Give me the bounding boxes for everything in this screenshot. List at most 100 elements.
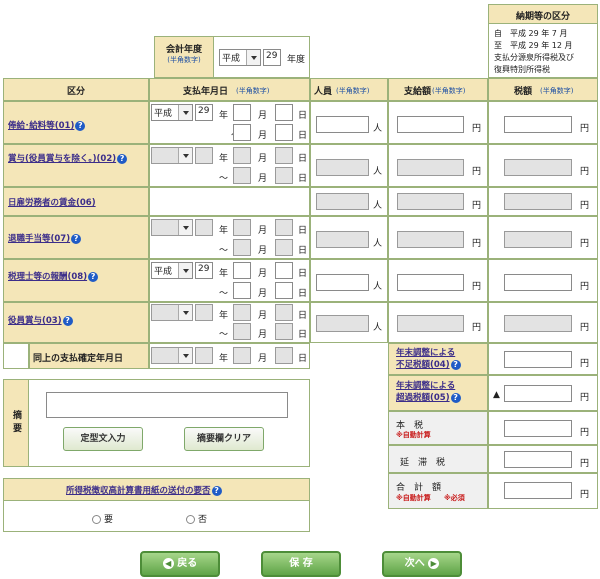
yen-unit: 円	[472, 201, 482, 211]
help-icon[interactable]: ?	[62, 315, 73, 326]
day-input[interactable]	[275, 219, 293, 236]
help-icon[interactable]: ?	[71, 233, 82, 244]
fiscal-year-input[interactable]: 29	[263, 49, 281, 66]
period-to: 至 平成 29 年 12 月	[494, 41, 573, 50]
pay-input[interactable]	[397, 274, 464, 291]
row-label-tax-accountant[interactable]: 税理士等の報酬(08)?	[8, 270, 99, 282]
help-icon[interactable]: ?	[450, 359, 461, 370]
col-people-hint: (半角数字)	[336, 87, 370, 95]
year-input[interactable]	[195, 304, 213, 321]
pay-input[interactable]	[397, 231, 464, 248]
day-input-to[interactable]	[275, 323, 293, 340]
adjust-over-label-2[interactable]: 超過税額(05)?	[396, 391, 461, 403]
total-input[interactable]	[504, 482, 572, 499]
back-button[interactable]: ◀ 戻る	[140, 551, 220, 577]
people-input[interactable]	[316, 231, 369, 248]
pay-input[interactable]	[397, 116, 464, 133]
row-label-salary[interactable]: 俸給･給料等(01)?	[8, 119, 86, 131]
era-select[interactable]: 平成	[151, 262, 193, 279]
row-label-retirement[interactable]: 退職手当等(07)?	[8, 232, 82, 244]
month-input[interactable]	[233, 147, 251, 164]
day-input-to[interactable]	[275, 124, 293, 141]
help-icon[interactable]: ?	[117, 153, 128, 164]
month-input[interactable]	[233, 262, 251, 279]
tax-input[interactable]	[504, 159, 572, 176]
summary-input[interactable]	[46, 392, 288, 418]
month-input[interactable]	[233, 219, 251, 236]
era-select[interactable]	[151, 304, 193, 321]
day-input[interactable]	[275, 104, 293, 121]
day-input[interactable]	[275, 147, 293, 164]
month-input-to[interactable]	[233, 323, 251, 340]
col-people: 人員	[314, 87, 333, 97]
month-input-to[interactable]	[233, 124, 251, 141]
help-icon[interactable]: ?	[211, 485, 222, 496]
lack-tax-input[interactable]	[504, 351, 572, 368]
era-select[interactable]	[151, 147, 193, 164]
adjust-over-label[interactable]: 年末調整による	[396, 381, 456, 391]
year-unit: 年	[219, 111, 229, 121]
era-select[interactable]: 平成	[151, 104, 193, 121]
year-input[interactable]: 29	[195, 262, 213, 279]
people-input[interactable]	[316, 116, 369, 133]
mail-no-radio[interactable]: 否	[186, 512, 207, 525]
year-input[interactable]: 29	[195, 104, 213, 121]
day-unit: 日	[298, 226, 308, 236]
month-input-to[interactable]	[233, 282, 251, 299]
month-input[interactable]	[233, 304, 251, 321]
day-input-to[interactable]	[275, 239, 293, 256]
year-input[interactable]	[195, 347, 213, 364]
row-label-officer-bonus[interactable]: 役員賞与(03)?	[8, 314, 73, 326]
pay-input[interactable]	[397, 315, 464, 332]
yen-unit: 円	[472, 239, 482, 249]
month-input[interactable]	[233, 347, 251, 364]
help-icon[interactable]: ?	[450, 392, 461, 403]
month-input-to[interactable]	[233, 239, 251, 256]
day-unit: 日	[298, 246, 308, 256]
save-button[interactable]: 保 存	[261, 551, 341, 577]
person-unit: 人	[373, 323, 383, 333]
year-input[interactable]	[195, 219, 213, 236]
tax-input[interactable]	[504, 315, 572, 332]
era-select[interactable]	[151, 347, 193, 364]
pay-input[interactable]	[397, 159, 464, 176]
clear-summary-button[interactable]: 摘要欄クリア	[184, 427, 264, 451]
period-desc-1: 支払分源泉所得税及び	[494, 53, 574, 62]
mail-yes-radio[interactable]: 要	[92, 512, 113, 525]
fiscal-era-select[interactable]: 平成	[219, 49, 261, 66]
tax-input[interactable]	[504, 274, 572, 291]
month-unit: 月	[258, 330, 268, 340]
day-input[interactable]	[275, 304, 293, 321]
day-input-to[interactable]	[275, 167, 293, 184]
adjust-lack-label-2[interactable]: 不足税額(04)?	[396, 358, 461, 370]
row-label-bonus[interactable]: 賞与(役員賞与を除く。)(02)?	[8, 152, 128, 164]
yen-unit: 円	[580, 201, 590, 211]
row-label-day-labor[interactable]: 日雇労務者の賃金(06)	[8, 198, 96, 208]
people-input[interactable]	[316, 274, 369, 291]
template-text-button[interactable]: 定型文入力	[63, 427, 143, 451]
person-unit: 人	[373, 124, 383, 134]
help-icon[interactable]: ?	[88, 271, 99, 282]
day-input[interactable]	[275, 262, 293, 279]
people-input[interactable]	[316, 193, 369, 210]
month-input-to[interactable]	[233, 167, 251, 184]
entai-input[interactable]	[504, 451, 572, 468]
next-button[interactable]: 次へ ▶	[382, 551, 462, 577]
pay-input[interactable]	[397, 193, 464, 210]
honzei-input[interactable]	[504, 420, 572, 437]
total-label: 合 計 額	[396, 483, 442, 493]
year-input[interactable]	[195, 147, 213, 164]
day-input-to[interactable]	[275, 282, 293, 299]
help-icon[interactable]: ?	[75, 120, 86, 131]
month-input[interactable]	[233, 104, 251, 121]
tax-input[interactable]	[504, 116, 572, 133]
people-input[interactable]	[316, 315, 369, 332]
day-input[interactable]	[275, 347, 293, 364]
adjust-lack-label[interactable]: 年末調整による	[396, 348, 456, 358]
era-select[interactable]	[151, 219, 193, 236]
mail-question[interactable]: 所得税徴収高計算書用紙の送付の要否?	[66, 484, 222, 496]
people-input[interactable]	[316, 159, 369, 176]
tax-input[interactable]	[504, 193, 572, 210]
tax-input[interactable]	[504, 231, 572, 248]
over-tax-input[interactable]	[504, 385, 572, 402]
